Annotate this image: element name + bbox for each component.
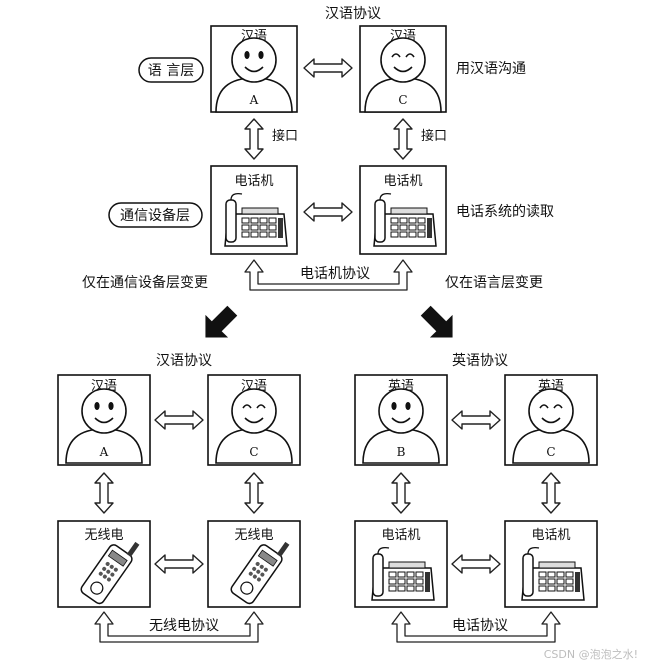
br-phone-right-box: 电话机: [504, 520, 598, 608]
bl-person-a-box: 汉语 A: [57, 374, 151, 466]
vertical-arrow-icon: [244, 118, 264, 160]
interface-right-label: 接口: [421, 128, 447, 144]
br-protocol-label: 电话协议: [452, 618, 508, 634]
double-arrow-icon: [154, 554, 204, 574]
bl-protocol-label: 无线电协议: [149, 618, 219, 634]
note-right-top: 用汉语沟通: [456, 61, 526, 77]
change-right-label: 仅在语言层变更: [445, 275, 543, 291]
bl-radio-right-box: 无线电: [207, 520, 301, 608]
br-person-c-box: 英语 C: [504, 374, 598, 466]
top-phone-right-box: 电话机: [359, 165, 447, 255]
vertical-arrow-icon: [541, 472, 561, 514]
br-person-b-letter: B: [397, 445, 406, 459]
down-left-arrow-icon: [205, 305, 238, 338]
change-left-label: 仅在通信设备层变更: [82, 274, 208, 291]
double-arrow-icon: [303, 202, 353, 222]
watermark: CSDN @泡泡之水!: [544, 647, 638, 661]
top-person-c-letter: C: [398, 93, 407, 107]
br-protocol-title: 英语协议: [452, 352, 508, 369]
bl-person-a-letter: A: [99, 445, 109, 459]
top-phone-left-box: 电话机: [210, 165, 298, 255]
vertical-arrow-icon: [244, 472, 264, 514]
double-arrow-icon: [451, 554, 501, 574]
br-protocol-bracket: [391, 611, 561, 643]
note-right-mid: 电话系统的读取: [456, 203, 554, 220]
top-person-a-box: 汉语 A: [210, 25, 298, 113]
interface-left-label: 接口: [272, 128, 298, 144]
double-arrow-icon: [451, 410, 501, 430]
comm-layer-label: 通信设备层: [120, 207, 190, 224]
language-layer-label: 语 言层: [148, 63, 194, 79]
bl-protocol-bracket: [94, 611, 264, 643]
br-device-left-title: 电话机: [381, 528, 420, 543]
double-arrow-icon: [303, 58, 353, 78]
vertical-arrow-icon: [393, 118, 413, 160]
bl-person-c-letter: C: [249, 445, 258, 459]
vertical-arrow-icon: [94, 472, 114, 514]
phone-protocol-label: 电话机协议: [300, 266, 370, 282]
top-person-c-box: 汉语 C: [359, 25, 447, 113]
top-phone-left-title: 电话机: [234, 174, 273, 189]
vertical-arrow-icon: [391, 472, 411, 514]
comm-layer-pill: [108, 202, 203, 228]
bl-device-left-title: 无线电: [84, 528, 123, 543]
bl-person-c-box: 汉语 C: [207, 374, 301, 466]
top-phone-right-title: 电话机: [383, 174, 422, 189]
phone-protocol-bracket: [244, 259, 413, 291]
down-right-arrow-icon: [420, 305, 453, 338]
top-protocol-title: 汉语协议: [325, 6, 381, 22]
br-person-b-box: 英语 B: [354, 374, 448, 466]
br-phone-left-box: 电话机: [354, 520, 448, 608]
language-layer-pill: [138, 57, 204, 83]
br-person-c-letter: C: [546, 445, 555, 459]
bl-protocol-title: 汉语协议: [156, 353, 212, 369]
br-device-right-title: 电话机: [531, 528, 570, 543]
double-arrow-icon: [154, 410, 204, 430]
top-person-a-letter: A: [249, 93, 259, 107]
bl-radio-left-box: 无线电: [57, 520, 151, 608]
bl-device-right-title: 无线电: [234, 528, 273, 543]
